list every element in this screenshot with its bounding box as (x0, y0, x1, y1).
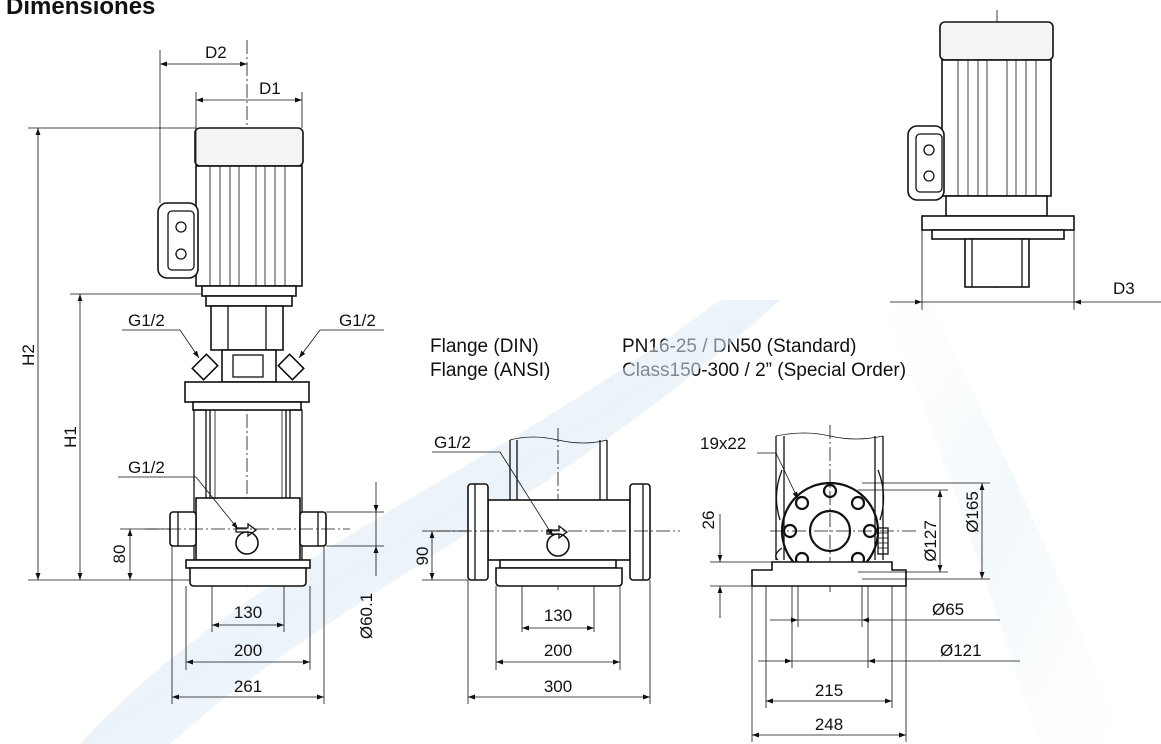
watermark-swoosh (80, 300, 1120, 744)
dim-200-front: 200 (234, 641, 262, 660)
dim-dia-65: Ø65 (932, 600, 964, 619)
dim-130-flanged: 130 (544, 606, 572, 625)
h1-label: H1 (61, 426, 80, 448)
g12-label-right: G1/2 (339, 311, 376, 330)
d1-label: D1 (259, 79, 281, 98)
motor-side-view (907, 10, 1075, 290)
dim-dia-121: Ø121 (940, 641, 982, 660)
bolt-holes (782, 483, 878, 579)
hole-leader (757, 452, 799, 500)
g12-label-left: G1/2 (128, 311, 165, 330)
g12-leader-flanged (432, 451, 554, 537)
d3-label: D3 (1113, 279, 1135, 298)
flange-ansi-label: Flange (ANSI) (430, 360, 551, 381)
dim-90: 90 (413, 547, 432, 566)
page-title: y Dimensiones (0, 0, 156, 20)
motor-side-dimensions (890, 230, 1161, 310)
dim-200-flanged: 200 (544, 641, 572, 660)
dim-dia-127: Ø127 (921, 520, 940, 562)
dim-130-front: 130 (234, 603, 262, 622)
d2-label: D2 (205, 43, 227, 62)
flanged-base-view (436, 428, 680, 590)
dim-dia-165: Ø165 (963, 491, 982, 533)
front-view (145, 40, 350, 590)
flange-face-dimensions (710, 482, 1020, 742)
g12-label-flanged: G1/2 (434, 433, 471, 452)
dim-dia-60-1: Ø60.1 (357, 593, 376, 639)
dim-248: 248 (815, 715, 843, 734)
flange-face-view (751, 425, 918, 592)
hole-size-label: 19x22 (700, 434, 746, 453)
dim-80: 80 (110, 545, 129, 564)
flange-din-label: Flange (DIN) (430, 336, 539, 357)
dim-26: 26 (699, 511, 718, 530)
front-view-leaders (118, 329, 384, 530)
h2-label: H2 (19, 344, 38, 366)
dim-261-front: 261 (234, 677, 262, 696)
g12-label-drain: G1/2 (128, 458, 165, 477)
dim-300-flanged: 300 (544, 677, 572, 696)
flanged-base-dimensions (422, 530, 651, 704)
dim-215: 215 (815, 681, 843, 700)
front-view-dimensions (28, 50, 384, 704)
